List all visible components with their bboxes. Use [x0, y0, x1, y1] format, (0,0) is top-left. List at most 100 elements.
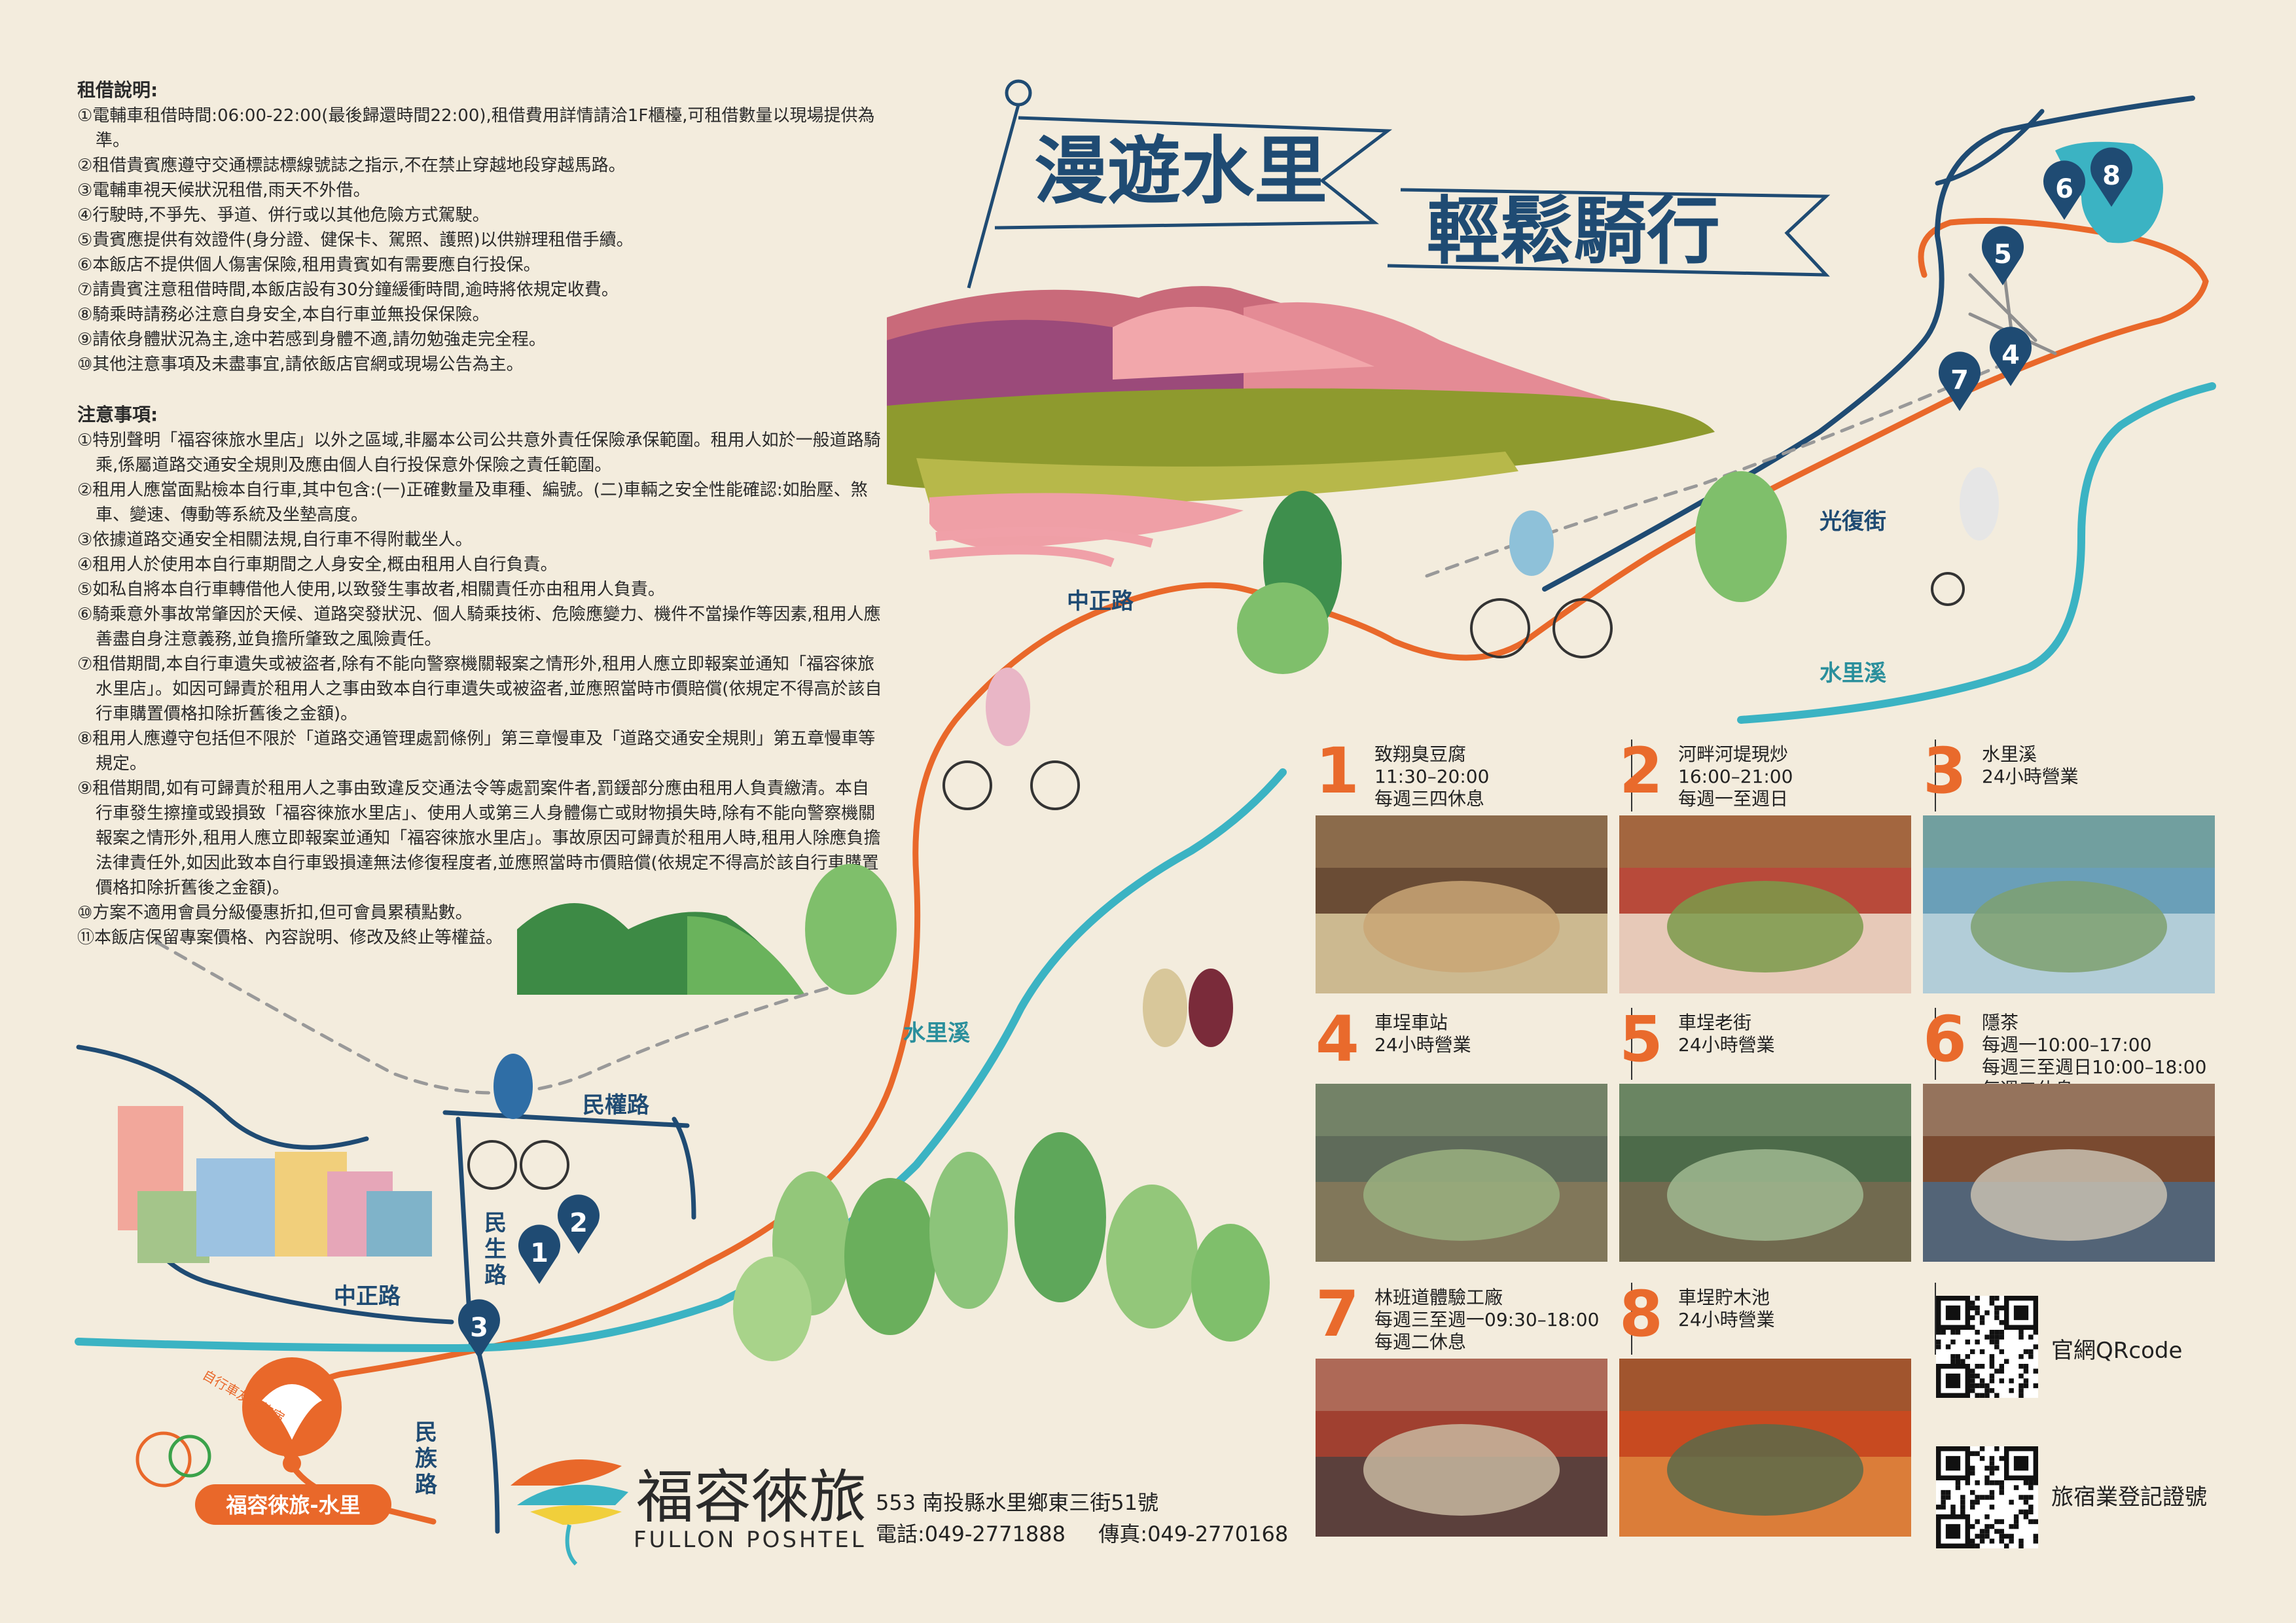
- rental-item: ②租借貴賓應遵守交通標誌標線號誌之指示,不在禁止穿越地段穿越馬路。: [77, 156, 626, 175]
- attraction-name: 河畔河堤現炒: [1678, 743, 1789, 765]
- notice-item: ①特別聲明「福容徠旅水里店」以外之區域,非屬本公司公共意外責任保險承保範圍。租用…: [77, 431, 881, 475]
- attraction-name: 車埕老街: [1678, 1012, 1752, 1033]
- fax-number: 傳真:049-2770168: [1098, 1522, 1289, 1546]
- svg-text:1: 1: [530, 1238, 548, 1268]
- attraction-hours: 16:00–21:00: [1678, 766, 1793, 787]
- attraction-photo: [1619, 815, 1911, 993]
- label-guangfu: 光復街: [1820, 508, 1886, 535]
- title-line2: 輕鬆騎行: [1427, 189, 1720, 274]
- svg-text:6: 6: [2055, 174, 2073, 204]
- attraction-hours: 11:30–20:00: [1374, 766, 1490, 787]
- label-zhongzheng-upper: 中正路: [1067, 588, 1134, 615]
- card-divider: [1631, 740, 1632, 812]
- attraction-hours: 24小時營業: [1374, 1034, 1471, 1056]
- attraction-photo: [1923, 815, 2215, 993]
- map-pin-5[interactable]: 5: [1982, 226, 2024, 285]
- notice-item: ②租用人應當面點檢本自行車,其中包含:(一)正確數量及車種、編號。(二)車輛之安…: [77, 480, 868, 525]
- attraction-number: 8: [1619, 1277, 1663, 1351]
- label-zhongzheng-lower: 中正路: [334, 1283, 401, 1310]
- attraction-hours: 每週三至週日10:00–18:00: [1982, 1056, 2207, 1078]
- svg-text:5: 5: [1994, 240, 2012, 270]
- attraction-hours: 每週一至週日: [1678, 788, 1789, 810]
- svg-text:3: 3: [470, 1313, 488, 1343]
- attraction-photo: [1923, 1084, 2215, 1262]
- phone-number[interactable]: 電話:049-2771888: [876, 1522, 1066, 1546]
- attraction-name: 致翔臭豆腐: [1374, 743, 1467, 765]
- notice-item: ⑧租用人應遵守包括但不限於「道路交通管理處罰條例」第三章慢車及「道路交通安全規則…: [77, 729, 876, 774]
- cycling-route: [278, 218, 2209, 1525]
- address-line: 553 南投縣水里鄉東三街51號: [876, 1490, 1158, 1515]
- svg-text:4: 4: [2001, 340, 2020, 370]
- map-pin-1[interactable]: 1: [518, 1224, 561, 1284]
- map-pin-6[interactable]: 6: [2043, 160, 2085, 220]
- notice-item: ⑥騎乘意外事故常肇因於天候、道路突發狀況、個人騎乘技術、危險應變力、機件不當操作…: [77, 605, 881, 649]
- rules-panel: 租借說明: ①電輔車租借時間:06:00-22:00(最後歸還時間22:00),…: [77, 77, 882, 950]
- hotel-badge-label: 福容徠旅-水里: [225, 1493, 360, 1518]
- railway: [155, 940, 853, 1095]
- rental-heading: 租借說明:: [77, 79, 158, 101]
- notice-item: ⑦租借期間,本自行車遺失或被盜者,除有不能向警察機關報案之情形外,租用人應立即報…: [77, 654, 882, 724]
- hotel-address: 553 南投縣水里鄉東三街51號 電話:049-2771888 傳真:049-2…: [876, 1487, 1288, 1550]
- rental-item: ③電輔車視天候狀況租借,雨天不外借。: [77, 181, 370, 200]
- attraction-name: 水里溪: [1982, 743, 2037, 765]
- notice-item: ⑩方案不適用會員分級優惠折扣,但可會員累積點數。: [77, 903, 473, 923]
- rental-item: ⑩其他注意事項及未盡事宜,請依飯店官網或現場公告為主。: [77, 355, 524, 374]
- road-labels: 中正路 光復街 水里溪 水里溪 民權路 中正路: [334, 508, 1887, 1310]
- svg-text:民族路: 民族路: [415, 1419, 438, 1498]
- attraction-name: 車埕車站: [1374, 1012, 1448, 1033]
- svg-text:2: 2: [569, 1208, 588, 1238]
- registration-qr-label: 旅宿業登記證號: [2051, 1484, 2207, 1510]
- attraction-hours: 每週二休息: [1374, 1331, 1467, 1353]
- map-pin-4[interactable]: 4: [1990, 327, 2032, 386]
- brand-en: FULLON POSHTEL: [634, 1527, 867, 1553]
- rental-list: ①電輔車租借時間:06:00-22:00(最後歸還時間22:00),租借費用詳情…: [77, 103, 882, 377]
- title-line1: 漫遊水里: [1034, 129, 1327, 214]
- attraction-number: 6: [1923, 1003, 1967, 1076]
- map-pin-7[interactable]: 7: [1939, 351, 1981, 411]
- rental-item: ①電輔車租借時間:06:00-22:00(最後歸還時間22:00),租借費用詳情…: [77, 106, 875, 151]
- minquan-road: [442, 1110, 690, 1128]
- label-minquan: 民權路: [583, 1092, 650, 1118]
- attraction-name: 隱茶: [1982, 1012, 2019, 1033]
- attraction-hours: 24小時營業: [1678, 1309, 1775, 1330]
- contact-line: 電話:049-2771888 傳真:049-2770168: [876, 1518, 1288, 1550]
- map-pin-3[interactable]: 3: [458, 1299, 501, 1359]
- registration-qr-code[interactable]: [1936, 1446, 2038, 1548]
- card-divider: [1631, 1283, 1632, 1355]
- notice-list: ①特別聲明「福容徠旅水里店」以外之區域,非屬本公司公共意外責任保險承保範圍。租用…: [77, 428, 882, 950]
- attraction-number: 5: [1619, 1003, 1663, 1076]
- attraction-photo: [1316, 1084, 1607, 1262]
- rental-item: ④行駛時,不爭先、爭道、併行或以其他危險方式駕駛。: [77, 205, 490, 225]
- town-buildings: [118, 1106, 432, 1263]
- website-qr-code[interactable]: [1936, 1296, 2038, 1398]
- notice-item: ④租用人於使用本自行車期間之人身安全,概由租用人自行負責。: [77, 555, 558, 575]
- attraction-hours: 每週三四休息: [1374, 788, 1485, 810]
- attraction-name: 車埕貯木池: [1678, 1287, 1770, 1308]
- card-divider: [1935, 740, 1936, 812]
- attraction-hours: 24小時營業: [1982, 766, 2079, 787]
- map-pin-8[interactable]: 8: [2090, 147, 2132, 207]
- brand-logo: 福容徠旅 FULLON POSHTEL: [511, 1459, 867, 1566]
- notice-item: ③依據道路交通安全相關法規,自行車不得附載坐人。: [77, 530, 473, 550]
- attraction-photo: [1619, 1084, 1911, 1262]
- cyclist-illustrations: [467, 467, 1999, 1190]
- rental-item: ⑥本飯店不提供個人傷害保險,租用貴賓如有需要應自行投保。: [77, 255, 541, 275]
- notice-heading: 注意事項:: [77, 404, 158, 425]
- map-pin-2[interactable]: 2: [558, 1194, 600, 1254]
- attraction-number: 4: [1316, 1003, 1359, 1076]
- svg-text:民生路: 民生路: [484, 1210, 507, 1289]
- label-creek-right: 水里溪: [1820, 660, 1887, 687]
